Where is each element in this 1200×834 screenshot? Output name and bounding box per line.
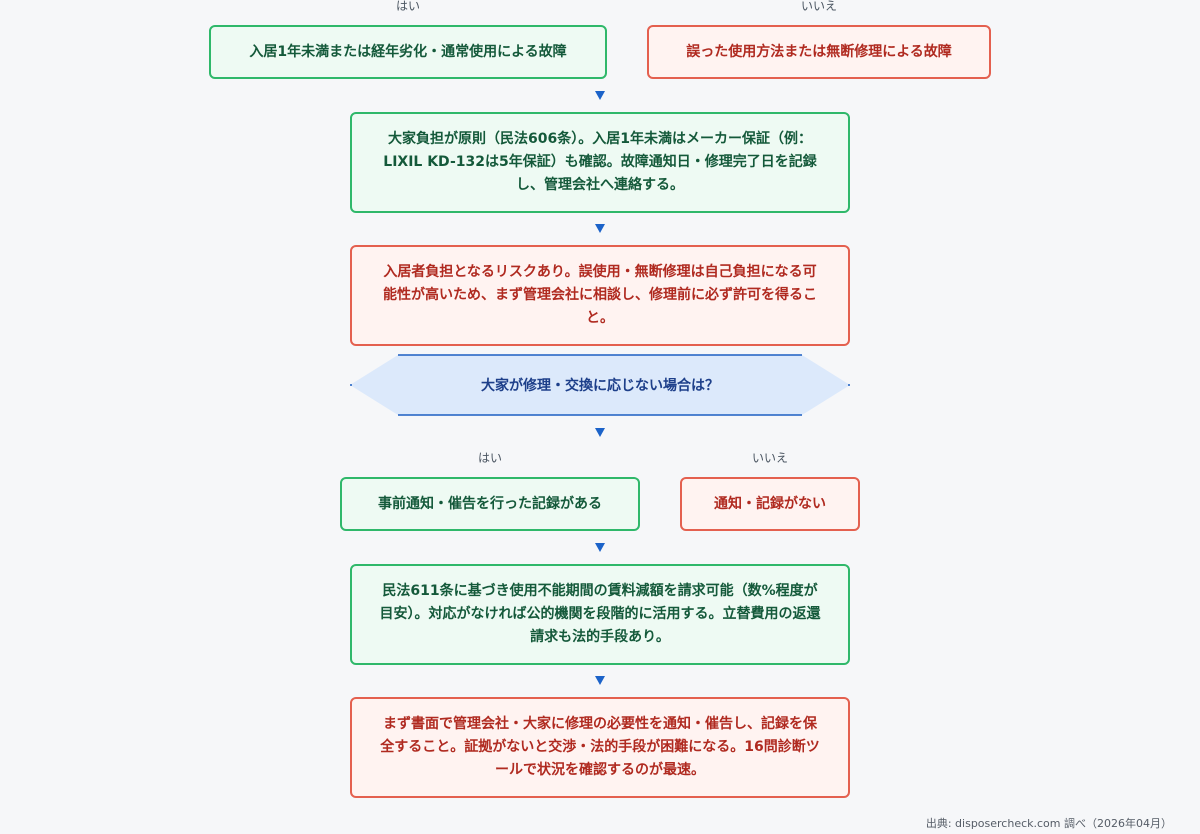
arrow-down-icon bbox=[595, 224, 605, 233]
branch1-no-label: いいえ bbox=[800, 0, 837, 13]
result-rent-reduction-text: 民法611条に基づき使用不能期間の賃料減額を請求可能（数%程度が目安）。対応がな… bbox=[379, 583, 821, 645]
result-landlord-burden-text: 大家負担が原則（民法606条）。入居1年未満はメーカー保証（例：LIXIL KD… bbox=[383, 131, 817, 193]
branch1-yes-label: はい bbox=[395, 0, 420, 13]
arrow-down-icon bbox=[595, 676, 605, 685]
result-tenant-risk-box: 入居者負担となるリスクあり。誤使用・無断修理は自己負担になる可能性が高いため、ま… bbox=[350, 245, 850, 346]
branch1-yes-box-text: 入居1年未満または経年劣化・通常使用による故障 bbox=[249, 43, 567, 60]
result-notify-first-box: まず書面で管理会社・大家に修理の必要性を通知・催告し、記録を保全すること。証拠が… bbox=[350, 697, 850, 798]
arrow-down-icon bbox=[595, 428, 605, 437]
branch1-no-box-text: 誤った使用方法または無断修理による故障 bbox=[686, 43, 952, 60]
branch2-yes-box: 事前通知・催告を行った記録がある bbox=[340, 477, 640, 531]
source-credit: 出典: disposercheck.com 調べ（2026年04月） bbox=[925, 817, 1172, 830]
decision-shape bbox=[350, 354, 850, 416]
decision-text: 大家が修理・交換に応じない場合は？ bbox=[481, 378, 719, 394]
branch2-yes-label: はい bbox=[477, 451, 502, 465]
branch2-no-box: 通知・記録がない bbox=[680, 477, 860, 531]
branch1-no-box: 誤った使用方法または無断修理による故障 bbox=[647, 25, 991, 79]
result-rent-reduction-box: 民法611条に基づき使用不能期間の賃料減額を請求可能（数%程度が目安）。対応がな… bbox=[350, 564, 850, 665]
branch1-yes-box: 入居1年未満または経年劣化・通常使用による故障 bbox=[209, 25, 607, 79]
branch2-no-label: いいえ bbox=[751, 451, 788, 465]
branch2-no-box-text: 通知・記録がない bbox=[714, 495, 826, 512]
arrow-down-icon bbox=[595, 543, 605, 552]
result-notify-first-text: まず書面で管理会社・大家に修理の必要性を通知・催告し、記録を保全すること。証拠が… bbox=[380, 716, 820, 778]
decision-node: 大家が修理・交換に応じない場合は？ bbox=[350, 354, 850, 416]
result-landlord-burden-box: 大家負担が原則（民法606条）。入居1年未満はメーカー保証（例：LIXIL KD… bbox=[350, 112, 850, 213]
arrow-down-icon bbox=[595, 91, 605, 100]
result-tenant-risk-text: 入居者負担となるリスクあり。誤使用・無断修理は自己負担になる可能性が高いため、ま… bbox=[383, 264, 817, 326]
branch2-yes-box-text: 事前通知・催告を行った記録がある bbox=[378, 495, 602, 512]
